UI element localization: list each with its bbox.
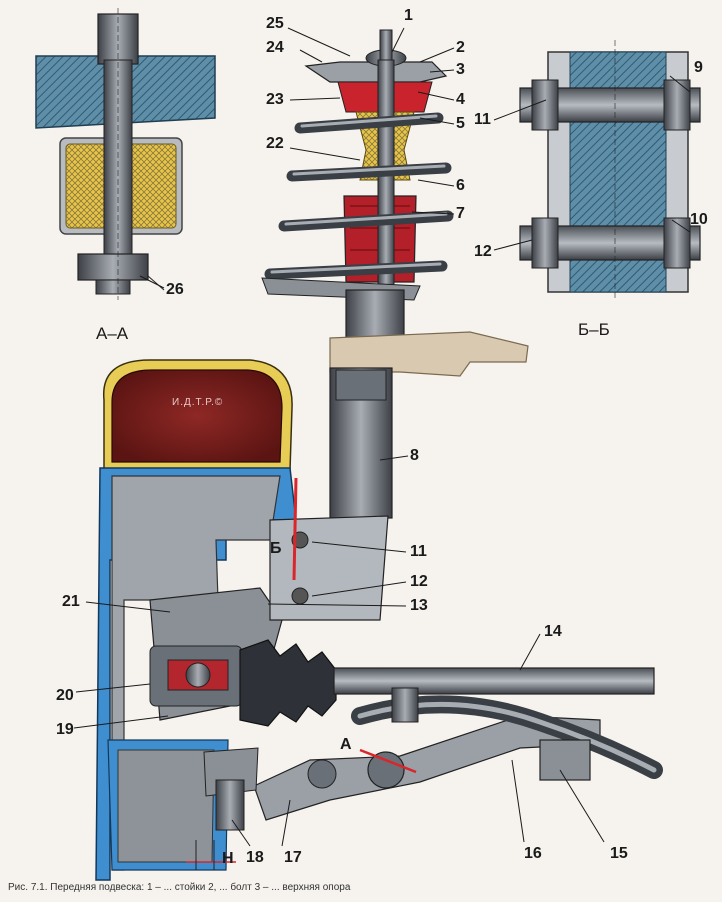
label-part-20: 20 [56, 687, 74, 704]
strut-assembly [261, 29, 529, 519]
label-part-11: 11 [410, 543, 427, 560]
label-part-14: 14 [544, 623, 562, 640]
tire-brand-text: И.Д.Т.Р.© [172, 397, 224, 408]
label-part-23: 23 [266, 91, 284, 108]
label-part-9: 9 [694, 59, 703, 76]
section-label-aa: А–А [96, 324, 129, 343]
label-part-19: 19 [56, 721, 74, 738]
label-part-7: 7 [456, 205, 465, 222]
label-part-21: 21 [62, 593, 80, 610]
label-part-11-section: 11 [474, 111, 491, 128]
label-part-15: 15 [610, 845, 628, 862]
figure-caption: Рис. 7.1. Передняя подвеска: 1 – ... сто… [8, 882, 351, 893]
label-part-6: 6 [456, 177, 465, 194]
lower-arm [203, 687, 663, 831]
label-part-24: 24 [266, 39, 284, 56]
label-part-17: 17 [284, 849, 302, 866]
label-part-8: 8 [410, 447, 419, 464]
dimension-letter-h: Н [222, 850, 234, 867]
label-part-18: 18 [246, 849, 264, 866]
label-part-4: 4 [456, 91, 465, 108]
section-bb-view [519, 40, 701, 300]
label-part-22: 22 [266, 135, 284, 152]
leader-lines [73, 27, 691, 847]
label-part-25: 25 [266, 15, 284, 32]
label-part-5: 5 [456, 115, 465, 132]
label-part-2: 2 [456, 39, 465, 56]
section-aa-view [35, 8, 216, 300]
label-part-26: 26 [166, 281, 184, 298]
reference-lines [186, 477, 417, 870]
reference-letter-b: Б [270, 540, 282, 557]
label-part-10: 10 [690, 211, 708, 228]
label-part-12-section: 12 [474, 243, 492, 260]
drive-shaft [239, 639, 655, 727]
label-part-12: 12 [410, 573, 428, 590]
reference-letter-a: А [340, 736, 352, 753]
label-part-3: 3 [456, 61, 465, 78]
label-part-13: 13 [410, 597, 428, 614]
label-part-16: 16 [524, 845, 542, 862]
label-part-1: 1 [404, 7, 413, 24]
section-label-bb: Б–Б [578, 320, 610, 339]
